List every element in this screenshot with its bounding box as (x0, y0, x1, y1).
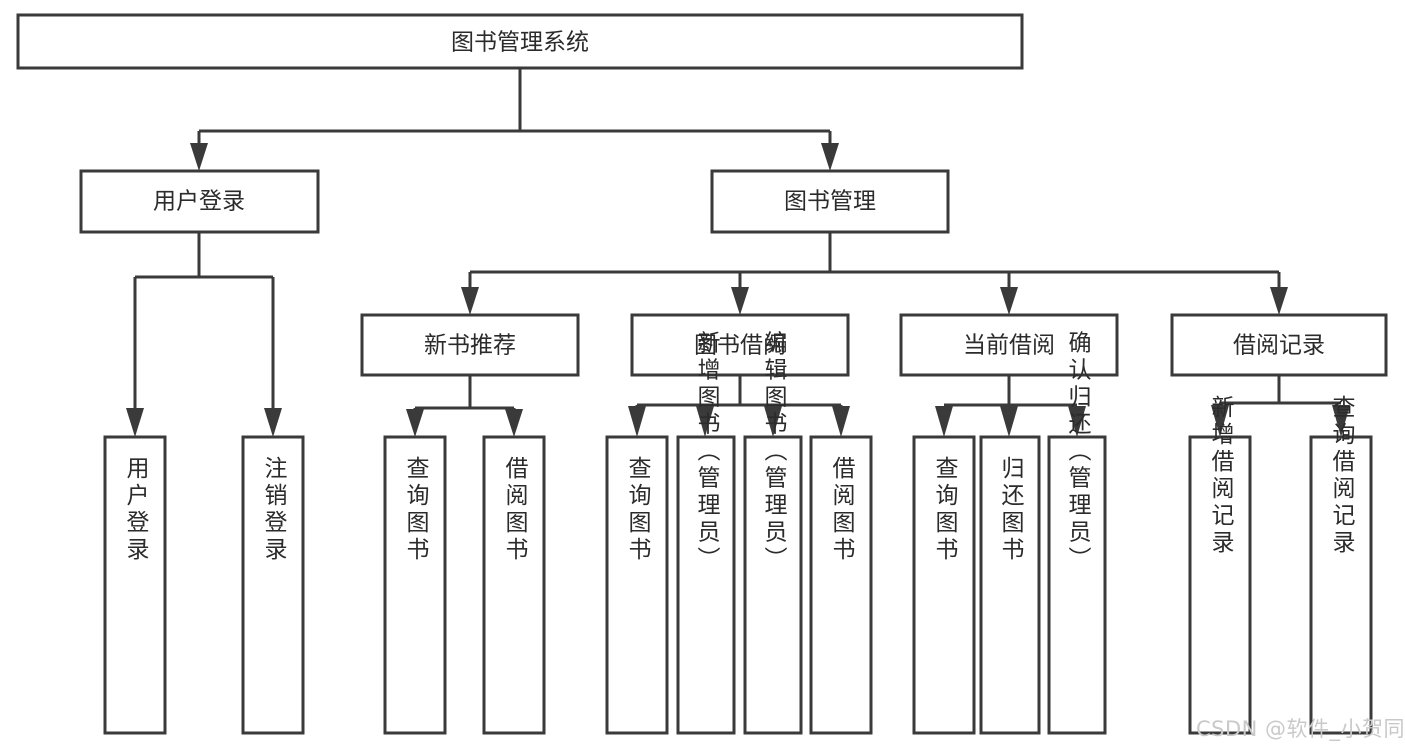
leaf-add-book-box[interactable] (676, 435, 736, 735)
leaf-query-record[interactable]: 查询借阅记录 (1309, 395, 1373, 735)
leaf-user-logout[interactable]: 注销登录 (241, 435, 305, 735)
leaf-user-login-label: 用户登录 (122, 456, 150, 564)
leaf-user-logout-box[interactable] (241, 435, 305, 735)
current-borrow-label: 当前借阅 (963, 333, 1055, 359)
leaf-return-book-box[interactable] (979, 435, 1041, 735)
arrow-to-leaf-user-logout (264, 408, 282, 437)
arrow-to-leaf-query-book-1 (406, 409, 424, 437)
leaf-query-book-1-box[interactable] (383, 435, 447, 735)
leaf-user-login-box[interactable] (103, 435, 167, 735)
arrow-to-leaf-user-login (126, 408, 144, 437)
borrow-record-box[interactable] (1170, 313, 1388, 377)
book-borrow-label: 图书借阅 (694, 333, 786, 359)
leaf-borrow-book-1-label: 借阅图书 (501, 456, 529, 564)
leaf-query-book-2-label: 查询图书 (624, 456, 652, 564)
leaf-query-book-3[interactable]: 查询图书 (912, 435, 976, 735)
user-login-label: 用户登录 (153, 189, 245, 215)
leaf-query-book-1[interactable]: 查询图书 (383, 435, 447, 735)
arrow-to-leaf-borrow-book-1 (505, 409, 523, 437)
leaf-add-record[interactable]: 新增借阅记录 (1188, 395, 1252, 735)
leaf-borrow-book-2[interactable]: 借阅图书 (809, 435, 873, 735)
leaf-confirm-return[interactable]: 确认归还（管理员） (1047, 331, 1107, 735)
book-manage-box[interactable] (710, 169, 950, 234)
arrow-to-new-book-rec (461, 287, 479, 315)
node-book-borrow[interactable]: 图书借阅 (630, 313, 850, 377)
user-login-box[interactable] (79, 169, 320, 234)
arrow-to-book-borrow (731, 287, 749, 315)
connector-layer (126, 68, 1350, 437)
leaf-borrow-book-2-box[interactable] (809, 435, 873, 735)
arrow-to-leaf-query-book-2 (628, 406, 646, 437)
arrow-to-leaf-query-record (1332, 405, 1350, 437)
leaf-borrow-book-1-box[interactable] (482, 435, 546, 735)
leaf-return-book[interactable]: 归还图书 (979, 435, 1041, 735)
node-new-book-rec[interactable]: 新书推荐 (360, 313, 580, 377)
csdn-watermark: CSDN @软件_小贺同学 (1196, 717, 1405, 742)
leaf-add-record-label: 新增借阅记录 (1207, 395, 1235, 557)
leaf-user-logout-label: 注销登录 (260, 456, 288, 564)
leaf-query-record-label: 查询借阅记录 (1328, 395, 1356, 557)
leaf-return-book-label: 归还图书 (997, 456, 1025, 564)
leaf-confirm-return-label: 确认归还（管理员） (1064, 331, 1092, 574)
arrow-root-to-book-manage (821, 143, 839, 171)
new-book-rec-box[interactable] (360, 313, 580, 377)
leaf-edit-book[interactable]: 编辑图书（管理员） (743, 331, 803, 735)
leaf-confirm-return-box[interactable] (1047, 435, 1107, 735)
arrow-to-leaf-confirm-return (1068, 406, 1086, 437)
arrow-to-leaf-edit-book (764, 406, 782, 437)
leaf-query-book-2[interactable]: 查询图书 (605, 435, 669, 735)
arrow-to-leaf-borrow-book-2 (832, 406, 850, 437)
arrow-to-leaf-return-book (1000, 406, 1018, 437)
book-borrow-box[interactable] (630, 313, 850, 377)
current-borrow-box[interactable] (899, 313, 1119, 377)
root-box[interactable] (16, 13, 1024, 70)
node-book-manage[interactable]: 图书管理 (710, 169, 950, 234)
new-book-rec-label: 新书推荐 (424, 333, 516, 359)
leaf-query-book-3-box[interactable] (912, 435, 976, 735)
node-root[interactable]: 图书管理系统 (16, 13, 1024, 70)
leaf-user-login[interactable]: 用户登录 (103, 435, 167, 735)
leaf-borrow-book-1[interactable]: 借阅图书 (482, 435, 546, 735)
arrow-to-borrow-record (1270, 287, 1288, 315)
arrow-to-leaf-add-record (1211, 405, 1229, 437)
node-borrow-record[interactable]: 借阅记录 (1170, 313, 1388, 377)
leaf-borrow-book-2-label: 借阅图书 (828, 456, 856, 564)
leaf-query-record-box[interactable] (1309, 435, 1373, 735)
leaf-edit-book-label: 编辑图书（管理员） (760, 331, 788, 574)
arrow-root-to-user-login (190, 143, 208, 171)
leaf-edit-book-box[interactable] (743, 435, 803, 735)
arrow-to-current-borrow (1000, 287, 1018, 315)
node-user-login[interactable]: 用户登录 (79, 169, 320, 234)
arrow-to-leaf-query-book-3 (935, 406, 953, 437)
node-current-borrow[interactable]: 当前借阅 (899, 313, 1119, 377)
leaf-add-book[interactable]: 新增图书（管理员） (676, 331, 736, 735)
leaf-query-book-2-box[interactable] (605, 435, 669, 735)
root-label: 图书管理系统 (451, 30, 589, 56)
leaf-add-record-box[interactable] (1188, 435, 1252, 735)
leaf-query-book-1-label: 查询图书 (402, 456, 430, 564)
borrow-record-label: 借阅记录 (1233, 333, 1325, 359)
book-manage-label: 图书管理 (784, 189, 876, 215)
arrow-to-leaf-add-book (696, 406, 714, 437)
leaf-add-book-label: 新增图书（管理员） (693, 331, 721, 574)
leaf-query-book-3-label: 查询图书 (931, 456, 959, 564)
